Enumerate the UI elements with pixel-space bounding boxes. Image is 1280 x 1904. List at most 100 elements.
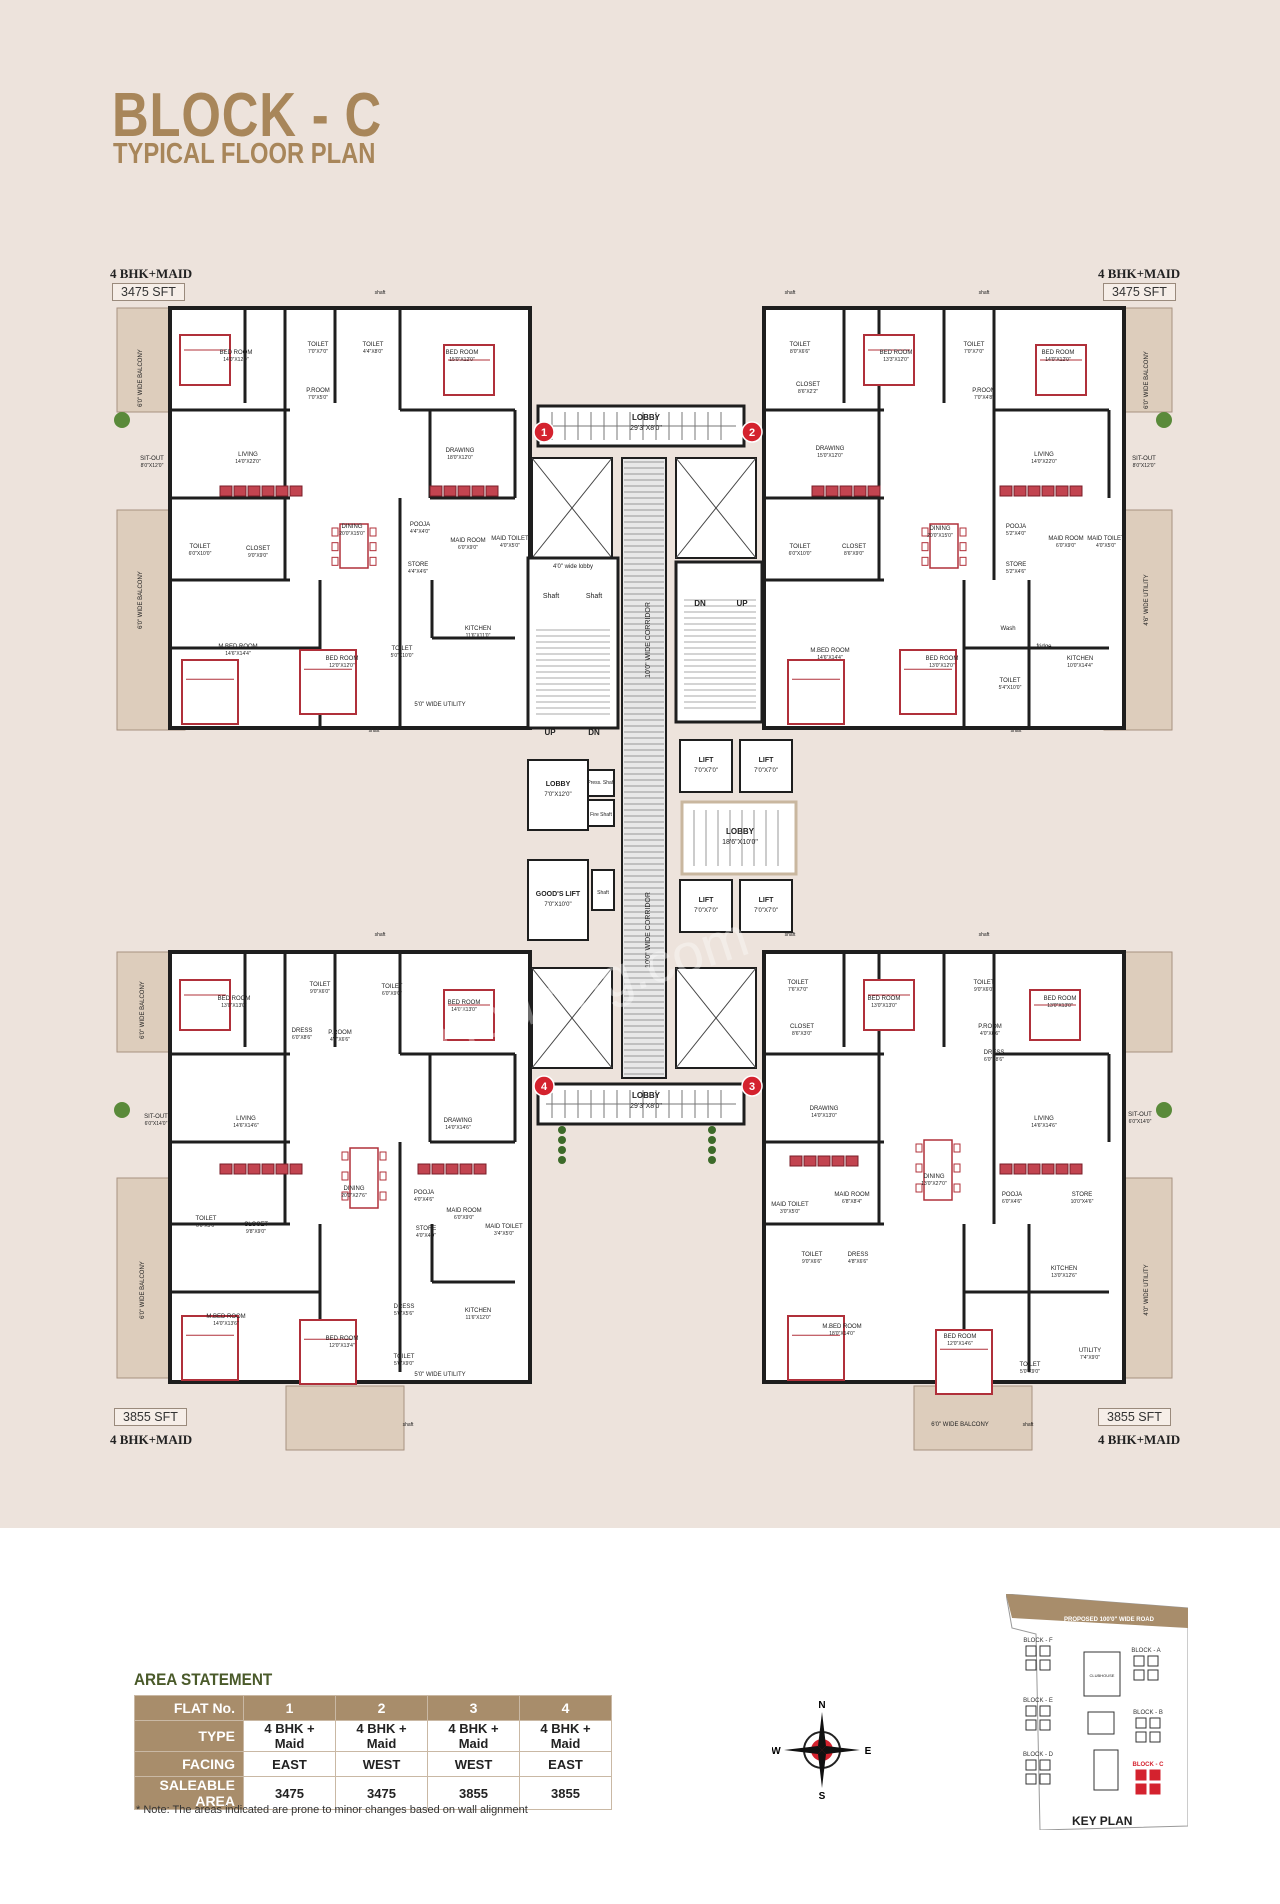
bed [179, 334, 231, 386]
sofa-seat [219, 485, 233, 497]
key-plan: PROPOSED 100'0" WIDE ROAD BLOCK - FBLOCK… [1006, 1594, 1188, 1830]
kp-block-cell [1039, 1645, 1051, 1657]
sofa-seat [1013, 485, 1027, 497]
bed [899, 649, 957, 715]
flat-marker-number: 3 [749, 1081, 755, 1093]
lift-box [739, 879, 793, 933]
tr-room-name: MAID TOILET [1087, 536, 1125, 542]
kp-block-cell [1133, 1655, 1145, 1667]
tr-room-size: 13'0"X12'0" [929, 663, 955, 669]
goods-shaft-label: Shaft [597, 890, 609, 896]
lift-size: 7'0"X7'0" [694, 768, 718, 774]
fire-shaft-label: Fire Shaft [590, 812, 612, 818]
sofa-seat [247, 485, 261, 497]
br-room-name: TOILET [802, 1252, 823, 1258]
chair [341, 1191, 349, 1201]
kp-block-cell [1147, 1669, 1159, 1681]
bl-room-name: CLOSET [244, 1222, 268, 1228]
sofa-seat [289, 1163, 303, 1175]
br-room-name: BED ROOM [1044, 996, 1077, 1002]
tr-room-name: Wash [1000, 626, 1015, 632]
br-room-name: M.BED ROOM [822, 1324, 861, 1330]
br-room-size: 5'0"X9'0" [1020, 1369, 1040, 1375]
bl-room-size: 6'0"X9'0" [196, 1223, 216, 1229]
chair [959, 556, 967, 566]
bl-room-size: 14'6"X14'6" [233, 1123, 259, 1129]
area-note: * Note: The areas indicated are prone to… [136, 1804, 528, 1816]
kp-amenity [1093, 1749, 1119, 1791]
bl-room-size: 14'0"X13'6" [213, 1321, 239, 1327]
bl-room-name: KITCHEN [465, 1308, 491, 1314]
bl-room-name: 6'0" WIDE BALCONY [140, 981, 146, 1039]
kp-block-cell [1039, 1773, 1051, 1785]
lobby-bottom-size: 29'3"X8'0" [630, 1103, 662, 1110]
sofa-seat [261, 485, 275, 497]
flat-marker [741, 421, 763, 443]
bl-room-size: 4'0"X6'6" [330, 1037, 350, 1043]
flat-marker-number: 1 [541, 427, 547, 439]
tr-room-size: 7'0"X7'0" [964, 349, 984, 355]
dining-table [929, 523, 959, 569]
tl-room-size: 9'0"X9'0" [248, 553, 268, 559]
lift-lobby-name: LOBBY [726, 827, 755, 836]
bl-room-size: 6'0"X8'6" [292, 1035, 312, 1041]
kp-court [1087, 1711, 1115, 1735]
tr-room-size: 20'0"X15'0" [927, 533, 953, 539]
bl-room-size: 5'0"X5'6" [394, 1311, 414, 1317]
area-cell: 4 BHK + Maid [427, 1720, 520, 1752]
tr-room-name: BED ROOM [880, 350, 913, 356]
shaft-label: shaft [403, 1422, 414, 1428]
kp-block-label: BLOCK - B [1133, 1710, 1163, 1716]
small-lobby-name: LOBBY [546, 781, 571, 788]
shaft-left-2: Shaft [586, 593, 602, 600]
tr-room-size: 8'6"X9'0" [844, 551, 864, 557]
sofa-seat [839, 485, 853, 497]
shaft-label: shaft [785, 290, 796, 296]
bl-room-name: TOILET [196, 1216, 217, 1222]
unit-type-br: 4 BHK+MAID [1098, 1432, 1181, 1447]
planter [558, 1156, 566, 1164]
shaft-label: shaft [785, 932, 796, 938]
tr-room-size: 6'0"X9'0" [1056, 543, 1076, 549]
tl-room-name: DRAWING [446, 448, 475, 454]
tr-room-name: fridge [1036, 644, 1052, 650]
kp-block-cell [1025, 1759, 1037, 1771]
lobby-bottom-name: LOBBY [632, 1091, 661, 1100]
sofa-seat [1027, 1163, 1041, 1175]
compass-n: N [818, 1700, 825, 1711]
bed [299, 649, 357, 715]
sofa-seat [289, 485, 303, 497]
lobby-top-name: LOBBY [632, 413, 661, 422]
sofa-seat [473, 1163, 487, 1175]
area-cell: WEST [335, 1751, 428, 1777]
br-room-name: DRESS [984, 1050, 1005, 1056]
kp-block-cell [1025, 1705, 1037, 1717]
tl-room-name: 6'0" WIDE BALCONY [138, 571, 144, 629]
kp-block-cell [1135, 1731, 1147, 1743]
br-room-size: 6'0"X4'6" [1002, 1199, 1022, 1205]
br-room-size: 13'0"X12'6" [1051, 1273, 1077, 1279]
tr-room-size: 13'3"X12'0" [883, 357, 909, 363]
planter [558, 1146, 566, 1154]
shaft-label: shaft [979, 290, 990, 296]
chair [341, 1171, 349, 1181]
chair [915, 1163, 923, 1173]
br-room-size: 13'0"X13'0" [871, 1003, 897, 1009]
stair-up-left: UP [544, 728, 556, 737]
bl-room-size: 14'0"X14'6" [445, 1125, 471, 1131]
tr-room-size: 10'0"X14'4" [1067, 663, 1093, 669]
lift-name: LIFT [759, 757, 774, 764]
tl-room-name: LIVING [238, 452, 258, 458]
lift-name: LIFT [699, 757, 714, 764]
chair [921, 556, 929, 566]
flat-number-cell: 4 [519, 1695, 612, 1721]
tl-room-name: STORE [408, 562, 429, 568]
chair [915, 1143, 923, 1153]
area-row-label: TYPE [134, 1720, 244, 1752]
tl-room-size: 7'0"X7'0" [308, 349, 328, 355]
sofa-seat [485, 485, 499, 497]
tr-room-name: CLOSET [796, 382, 820, 388]
